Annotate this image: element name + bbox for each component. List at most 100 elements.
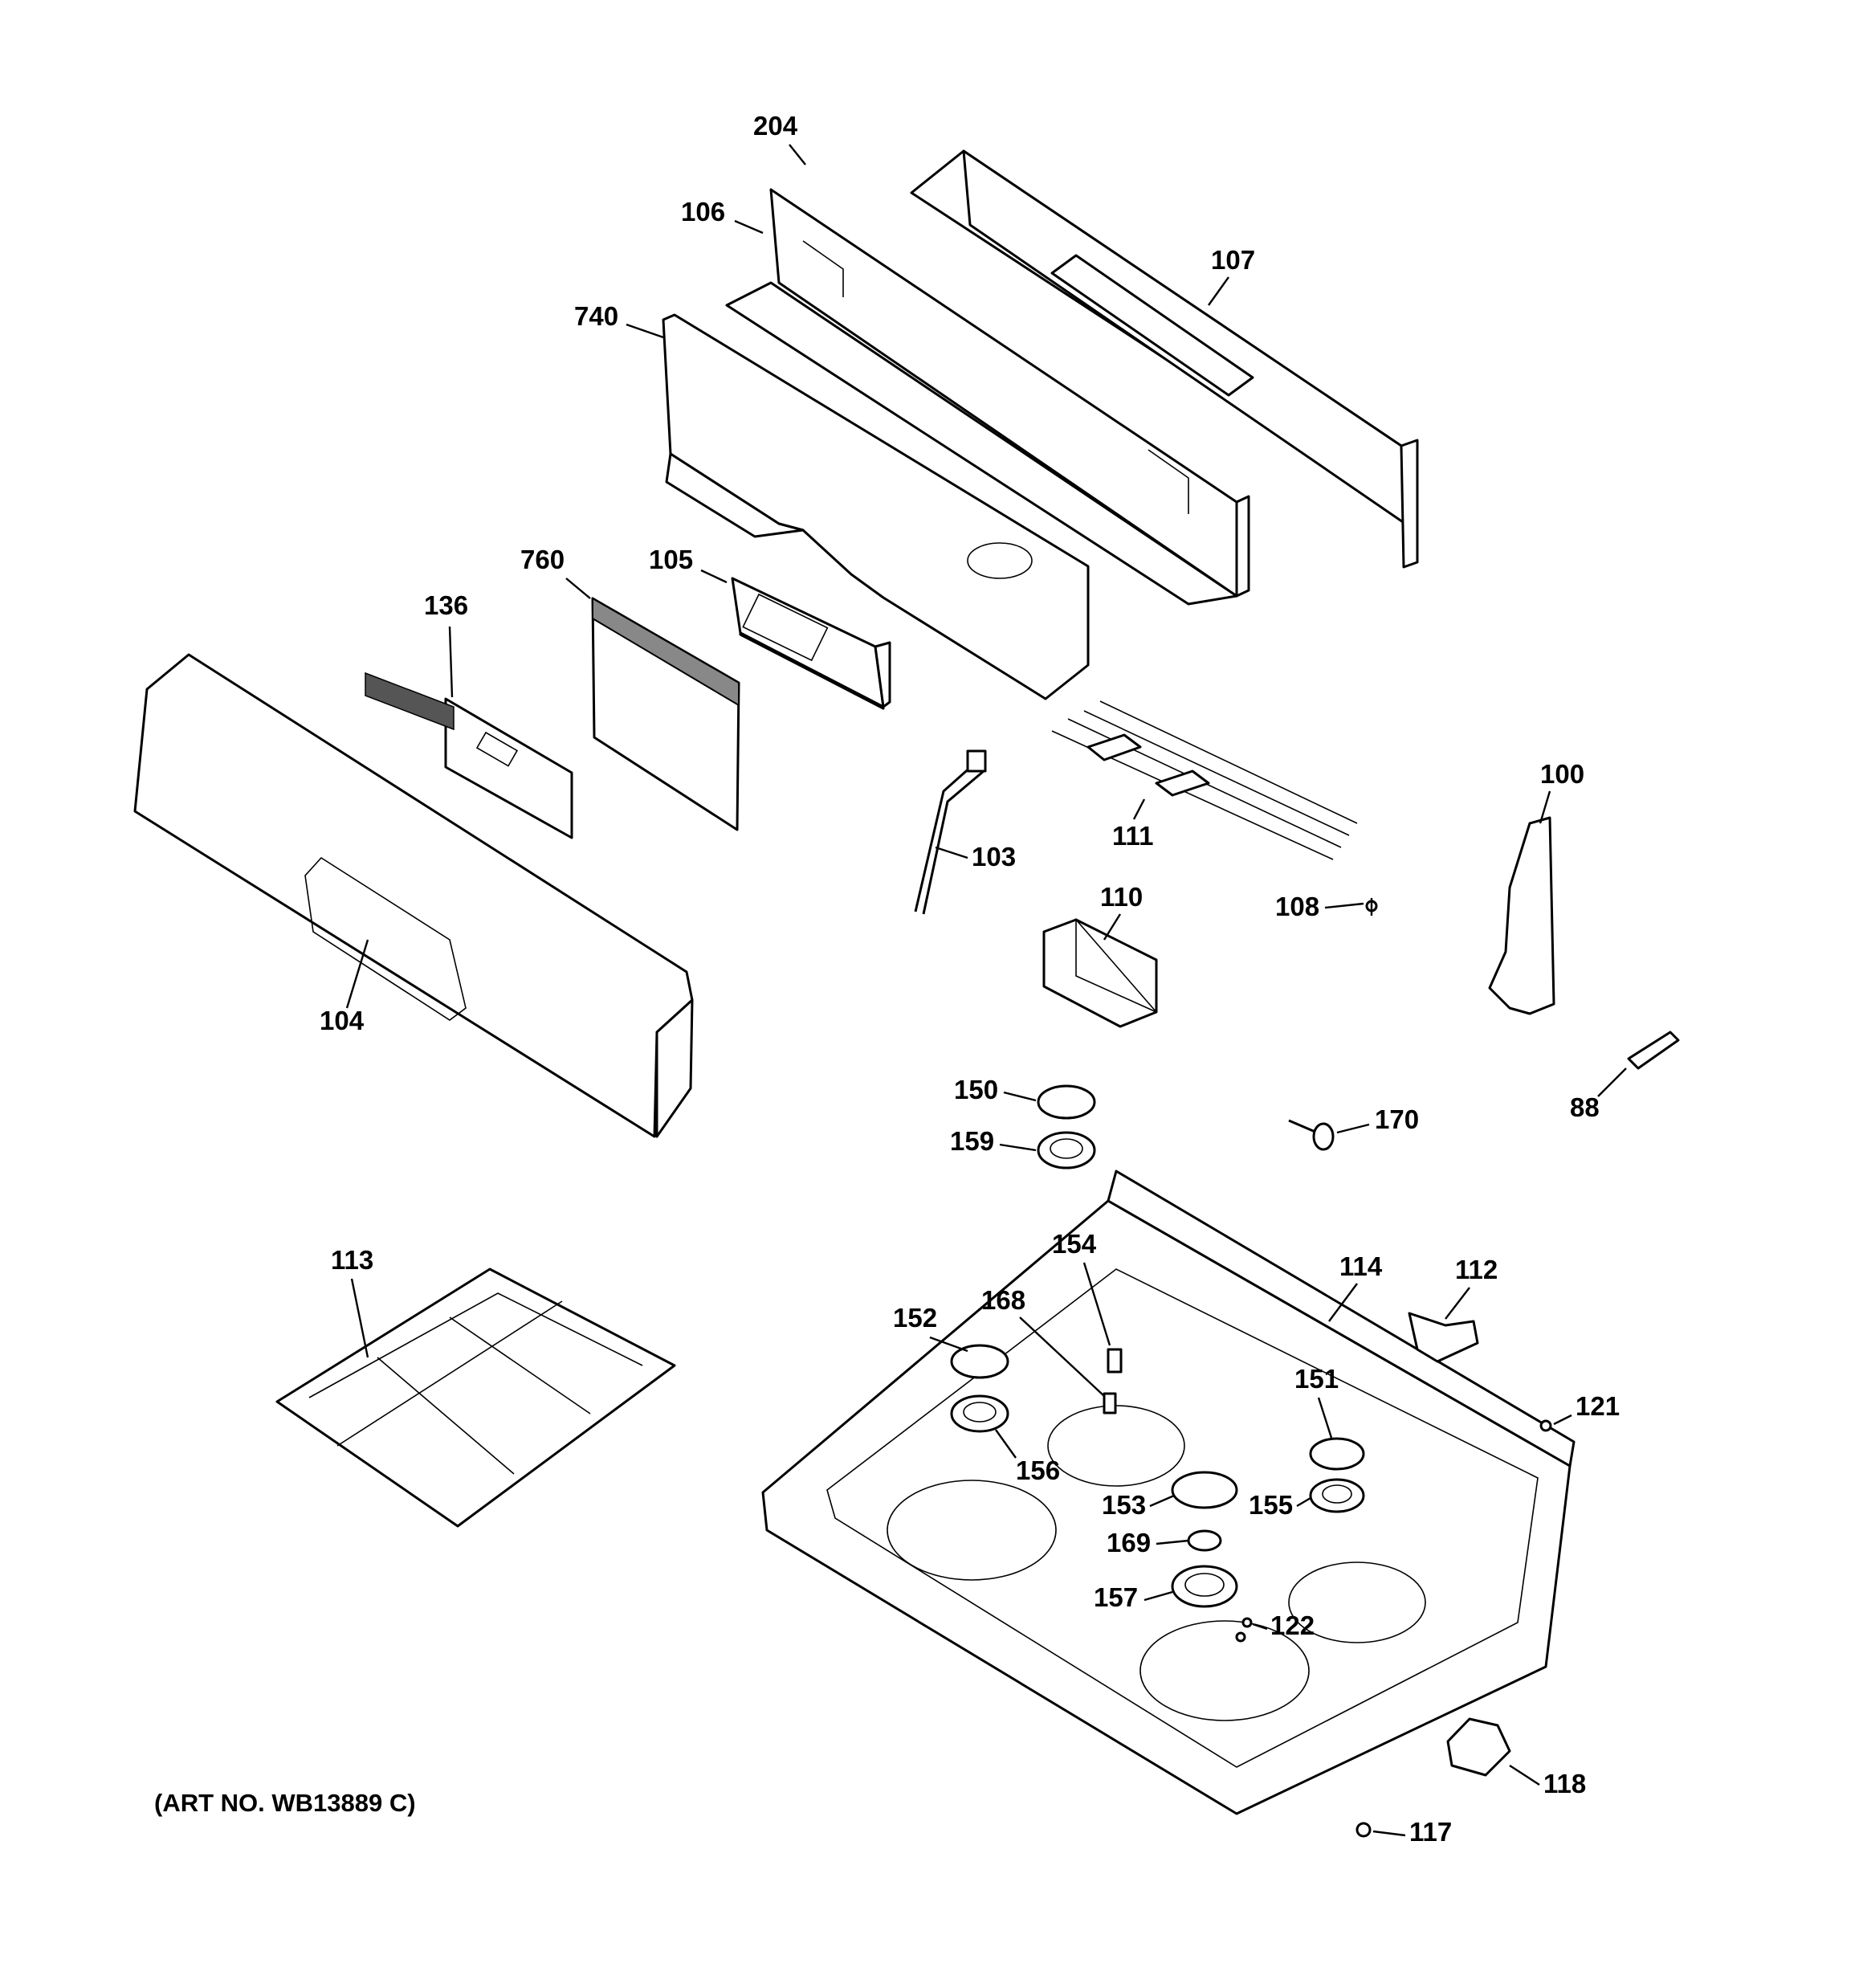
svg-text:114: 114 — [1339, 1251, 1383, 1281]
part-105-control-board — [731, 577, 891, 710]
svg-text:156: 156 — [1016, 1455, 1060, 1485]
part-106-mounting-panel — [725, 188, 1250, 606]
svg-text:106: 106 — [681, 197, 725, 227]
svg-text:760: 760 — [520, 545, 565, 574]
part-103-bracket — [914, 749, 987, 915]
svg-text:111: 111 — [1112, 821, 1153, 851]
label-111: 111 — [1112, 798, 1153, 851]
part-113-grate — [275, 1268, 676, 1528]
svg-text:740: 740 — [574, 301, 618, 331]
part-153-burner-cap — [1171, 1471, 1238, 1509]
label-168: 168 — [981, 1285, 1105, 1397]
part-156-burner-head — [950, 1394, 1009, 1433]
label-107: 107 — [1208, 245, 1255, 306]
label-136: 136 — [424, 590, 468, 698]
svg-text:154: 154 — [1052, 1229, 1097, 1259]
part-151-burner-cap — [1309, 1437, 1365, 1471]
label-150: 150 — [954, 1075, 1037, 1104]
label-112: 112 — [1445, 1255, 1498, 1320]
label-151: 151 — [1294, 1364, 1339, 1439]
svg-text:151: 151 — [1294, 1364, 1339, 1394]
part-122-screw — [1235, 1617, 1253, 1643]
label-204: 204 — [753, 111, 806, 165]
svg-text:155: 155 — [1249, 1490, 1293, 1520]
part-159-burner-head — [1037, 1131, 1096, 1170]
part-100-side-trim — [1488, 816, 1555, 1015]
label-88: 88 — [1570, 1067, 1627, 1122]
part-760-overlay-panel — [591, 597, 740, 831]
label-170: 170 — [1336, 1104, 1419, 1134]
svg-text:170: 170 — [1375, 1104, 1419, 1134]
part-154-electrode — [1107, 1348, 1123, 1374]
part-155-burner-head — [1309, 1478, 1365, 1513]
svg-text:159: 159 — [950, 1126, 994, 1156]
label-155: 155 — [1249, 1490, 1311, 1520]
label-106: 106 — [681, 197, 764, 235]
label-153: 153 — [1102, 1490, 1175, 1520]
label-105: 105 — [649, 545, 728, 584]
svg-text:100: 100 — [1540, 759, 1584, 789]
label-110: 110 — [1100, 882, 1143, 941]
label-117: 117 — [1372, 1817, 1452, 1847]
part-117-nut — [1355, 1822, 1372, 1838]
part-118-leveling-leg — [1446, 1717, 1511, 1777]
svg-text:121: 121 — [1576, 1391, 1620, 1421]
svg-text:104: 104 — [320, 1006, 365, 1035]
label-156: 156 — [995, 1429, 1060, 1485]
part-168-electrode — [1103, 1392, 1117, 1414]
svg-text:150: 150 — [954, 1075, 998, 1104]
svg-text:103: 103 — [972, 842, 1016, 872]
svg-text:136: 136 — [424, 590, 468, 620]
label-740: 740 — [574, 301, 664, 339]
label-152: 152 — [893, 1303, 968, 1353]
part-150-burner-cap — [1037, 1084, 1096, 1120]
part-114-cooktop — [761, 1170, 1576, 1815]
svg-text:112: 112 — [1455, 1255, 1498, 1284]
label-121: 121 — [1553, 1391, 1620, 1426]
part-157-burner-head — [1171, 1565, 1238, 1608]
svg-text:122: 122 — [1270, 1610, 1315, 1640]
part-170-screw — [1288, 1119, 1335, 1151]
svg-text:113: 113 — [331, 1245, 373, 1275]
svg-text:88: 88 — [1570, 1092, 1600, 1122]
part-104-backguard — [133, 653, 694, 1138]
label-760: 760 — [520, 545, 591, 599]
label-113: 113 — [331, 1245, 373, 1358]
part-121-screw — [1539, 1419, 1552, 1432]
label-104: 104 — [320, 939, 369, 1035]
label-154: 154 — [1052, 1229, 1111, 1346]
part-111-wiring-harness — [1051, 700, 1358, 860]
label-108: 108 — [1275, 892, 1364, 921]
label-157: 157 — [1094, 1582, 1173, 1612]
label-169: 169 — [1107, 1528, 1189, 1557]
svg-text:108: 108 — [1275, 892, 1319, 921]
label-122: 122 — [1252, 1610, 1315, 1640]
part-110-terminal-block — [1042, 917, 1158, 1028]
svg-text:153: 153 — [1102, 1490, 1146, 1520]
part-169-orifice — [1187, 1529, 1222, 1552]
label-159: 159 — [950, 1126, 1037, 1156]
part-740-rear-shield — [662, 313, 1090, 700]
svg-text:105: 105 — [649, 545, 693, 574]
label-118: 118 — [1509, 1764, 1586, 1798]
svg-text:110: 110 — [1100, 882, 1143, 912]
svg-text:204: 204 — [753, 111, 798, 141]
part-88-clip — [1627, 1031, 1680, 1070]
label-114: 114 — [1328, 1251, 1383, 1322]
part-136-membrane-switch — [365, 672, 573, 839]
svg-text:169: 169 — [1107, 1528, 1151, 1557]
label-103: 103 — [935, 842, 1016, 872]
part-112-valve-bracket — [1408, 1312, 1479, 1363]
svg-text:152: 152 — [893, 1303, 937, 1333]
svg-text:168: 168 — [981, 1285, 1025, 1315]
svg-text:117: 117 — [1409, 1817, 1452, 1847]
part-152-burner-cap — [950, 1344, 1009, 1379]
art-number-caption: (ART NO. WB13889 C) — [154, 1789, 416, 1817]
part-107-rear-panel — [910, 149, 1419, 569]
svg-text:107: 107 — [1211, 245, 1255, 275]
label-100: 100 — [1539, 759, 1584, 824]
part-108-screw — [1365, 898, 1378, 916]
svg-text:118: 118 — [1543, 1769, 1586, 1798]
svg-text:157: 157 — [1094, 1582, 1138, 1612]
